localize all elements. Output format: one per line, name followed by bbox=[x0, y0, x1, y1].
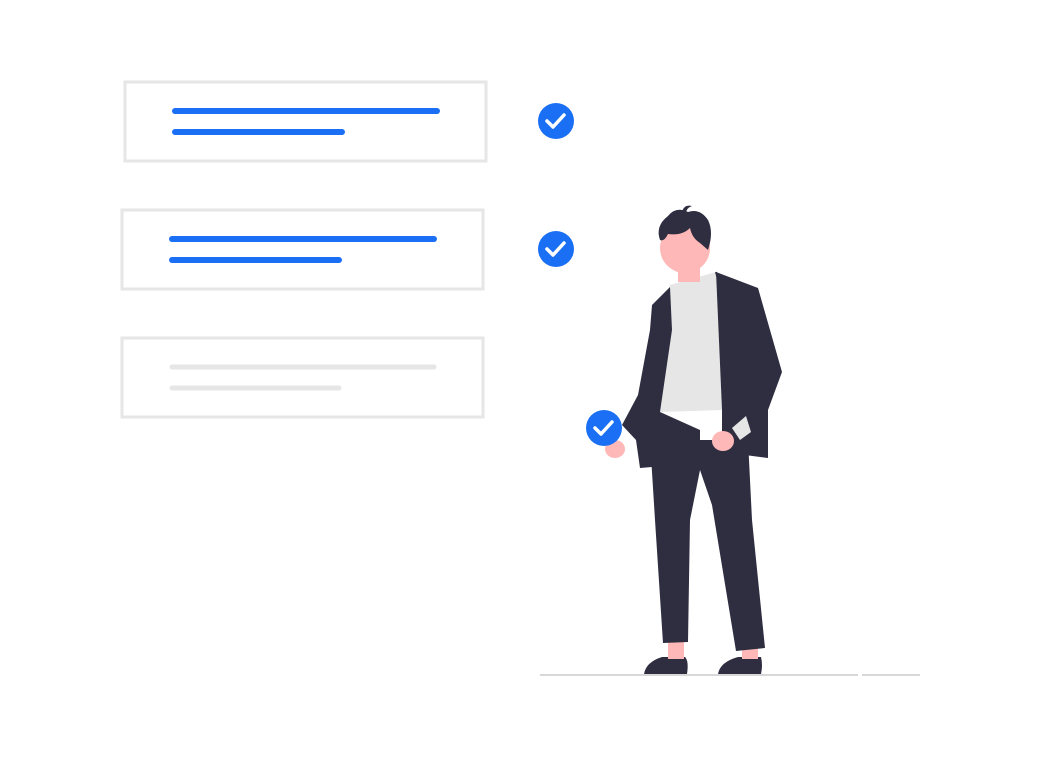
right-cuff bbox=[732, 416, 751, 440]
check-circle-icon bbox=[586, 410, 622, 446]
right-shoe bbox=[718, 657, 762, 674]
check-circle-icon bbox=[538, 231, 574, 267]
jacket-left bbox=[622, 287, 700, 468]
card-frame bbox=[120, 208, 485, 291]
left-shoe bbox=[644, 657, 688, 674]
hair bbox=[658, 209, 711, 250]
checklist-card-3 bbox=[120, 336, 485, 419]
left-ankle bbox=[668, 640, 684, 659]
person-figure bbox=[605, 205, 782, 674]
jacket-right bbox=[716, 272, 782, 458]
checklist-card-2 bbox=[120, 208, 485, 291]
card-frame bbox=[123, 80, 488, 163]
trousers bbox=[650, 440, 765, 651]
right-hand bbox=[712, 431, 734, 451]
shirt bbox=[660, 272, 722, 412]
check-circle-icon bbox=[538, 103, 574, 139]
hair-tuft bbox=[682, 205, 692, 214]
card-frame bbox=[120, 336, 485, 419]
jacket-lapel bbox=[715, 271, 734, 411]
checklist-card-1 bbox=[123, 80, 488, 163]
